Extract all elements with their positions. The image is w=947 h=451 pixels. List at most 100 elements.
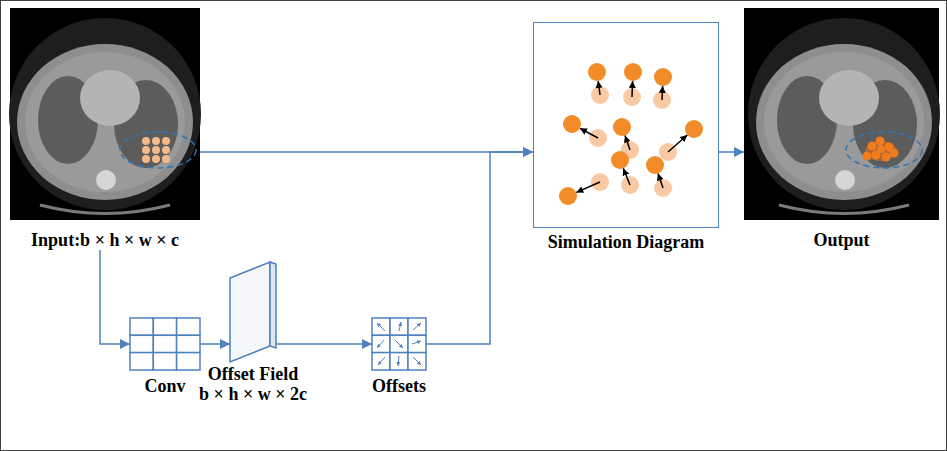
- offset-field-side: [270, 262, 276, 348]
- offset-vectors: [377, 322, 421, 366]
- node-shape: [744, 8, 939, 220]
- flow-arrow: [200, 343, 230, 345]
- sample-point: [890, 149, 899, 158]
- offset-vector: [395, 340, 403, 348]
- offset-vector: [398, 356, 399, 366]
- shifted-point: [613, 118, 631, 136]
- original-points: [589, 86, 677, 197]
- shift-arrow: [668, 135, 687, 152]
- kernel-cell: [153, 353, 176, 370]
- offset-cell: [408, 353, 426, 370]
- flow-arrow: [719, 151, 744, 153]
- shift-arrow: [631, 81, 633, 97]
- node-label: Output: [813, 230, 869, 250]
- simulation-box: Simulation Diagram: [533, 22, 719, 252]
- shift-arrow: [580, 128, 598, 138]
- node-label: Input:b × h × w × c: [31, 230, 179, 250]
- node-shape: [372, 318, 426, 370]
- node-label: Offsets: [372, 376, 426, 396]
- sample-point: [162, 137, 170, 145]
- node-shape: [130, 318, 200, 370]
- node-label: Simulation Diagram: [548, 232, 705, 252]
- output-nodule: [863, 137, 899, 162]
- shift-arrow: [623, 168, 630, 185]
- sample-point: [876, 137, 885, 146]
- kernel-cell: [177, 318, 200, 335]
- sample-point: [868, 142, 877, 151]
- sample-point: [162, 146, 170, 154]
- flow-arrow: [426, 152, 533, 344]
- kernel-cell: [130, 353, 153, 370]
- offset-cell: [408, 318, 426, 335]
- node-shape: [230, 262, 276, 362]
- sample-point: [882, 153, 891, 162]
- conv-kernel: [130, 318, 200, 370]
- sample-point: [877, 145, 885, 153]
- offset-field-panel: [230, 262, 270, 362]
- sample-point: [863, 152, 872, 161]
- flow-arrow: [100, 250, 130, 344]
- offset-cell: [390, 318, 408, 335]
- shifted-point: [654, 68, 672, 86]
- ct-background: [744, 8, 939, 220]
- conv-kernel-node: Conv: [120, 318, 210, 396]
- offset-vector: [413, 323, 421, 330]
- offset-cell: [372, 353, 390, 370]
- output-ct: [748, 8, 940, 220]
- shifted-point: [559, 187, 577, 205]
- shifted-point: [646, 156, 664, 174]
- node-label: b × h × w × 2c: [199, 384, 307, 404]
- shift-arrow: [576, 182, 600, 192]
- offset-vector: [377, 323, 385, 331]
- flow-arrow: [200, 151, 533, 153]
- kernel-cell: [177, 335, 200, 352]
- offset-cell: [390, 353, 408, 370]
- sample-point: [152, 137, 160, 145]
- sample-point: [152, 155, 160, 163]
- shifted-points: [559, 63, 703, 205]
- offsets-node: Offsets: [364, 318, 434, 396]
- node-label: Offset Field: [208, 364, 298, 384]
- shifted-point: [588, 63, 606, 81]
- offset-cell: [372, 335, 390, 352]
- offset-vector: [399, 322, 401, 331]
- offset-field-node: Offset Fieldb × h × w × 2c: [192, 262, 314, 404]
- sample-point: [142, 155, 150, 163]
- shifted-point: [563, 115, 581, 133]
- output-image: Output: [744, 8, 939, 250]
- kernel-cell: [130, 318, 153, 335]
- shift-arrow: [625, 136, 630, 151]
- shift-arrow: [598, 81, 600, 95]
- offset-vector: [412, 341, 421, 344]
- offset-cell: [390, 335, 408, 352]
- node-label: Conv: [144, 376, 185, 396]
- shift-arrows: [576, 81, 687, 192]
- sample-point: [142, 137, 150, 145]
- input-image: Input:b × h × w × c: [10, 8, 200, 250]
- diagram-frame: [533, 22, 719, 228]
- node-shape: [10, 8, 200, 220]
- offset-cell: [372, 318, 390, 335]
- kernel-cell: [153, 318, 176, 335]
- offsets-grid: [372, 318, 426, 370]
- offset-vector: [378, 357, 385, 365]
- sample-point: [162, 155, 170, 163]
- kernel-cell: [177, 353, 200, 370]
- shifted-point: [624, 63, 642, 81]
- input-ct: [9, 8, 201, 220]
- flow-arrow: [276, 343, 372, 345]
- sample-point: [142, 146, 150, 154]
- region-ellipse: [120, 132, 196, 168]
- shift-arrow: [661, 86, 663, 100]
- kernel-cell: [153, 335, 176, 352]
- offset-vector: [413, 357, 421, 365]
- region-ellipse: [846, 132, 922, 168]
- sample-point: [152, 146, 160, 154]
- input-nodule: [142, 137, 170, 163]
- shifted-point: [685, 120, 703, 138]
- offset-vector: [377, 340, 384, 348]
